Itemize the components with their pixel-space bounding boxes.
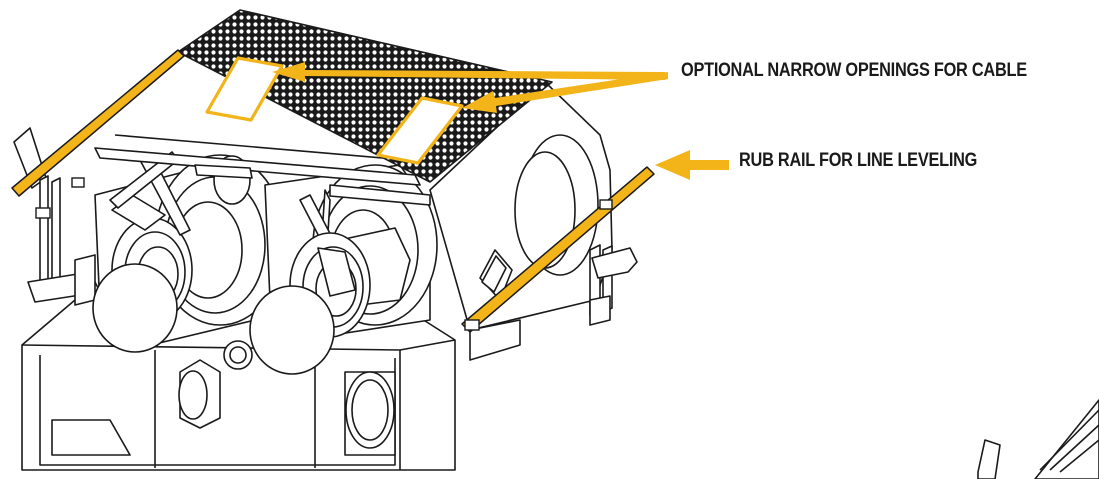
arrow-to-rub-rail: [655, 150, 729, 180]
rail-bracket: [35, 207, 51, 219]
rail-bracket: [464, 319, 480, 331]
partial-second-unit: [977, 399, 1099, 479]
right-frame: [469, 244, 638, 361]
callout-rub-rail: RUB RAIL FOR LINE LEVELING: [739, 150, 978, 171]
callout-narrow-openings: OPTIONAL NARROW OPENINGS FOR CABLE: [681, 60, 1027, 81]
drum-housing: [429, 81, 613, 331]
rub-rail-left: [11, 49, 185, 197]
arrow-to-left-opening: [272, 62, 665, 82]
narrow-opening-left: [205, 56, 284, 122]
arrow-to-right-opening: [462, 72, 668, 113]
left-capstan: [92, 151, 193, 353]
narrow-opening-right: [376, 96, 464, 165]
rail-bracket: [599, 199, 613, 210]
right-capstan: [249, 232, 371, 375]
grate-rails: [94, 134, 431, 206]
rail-bracket: [71, 177, 85, 188]
grate-deck: [177, 9, 553, 183]
